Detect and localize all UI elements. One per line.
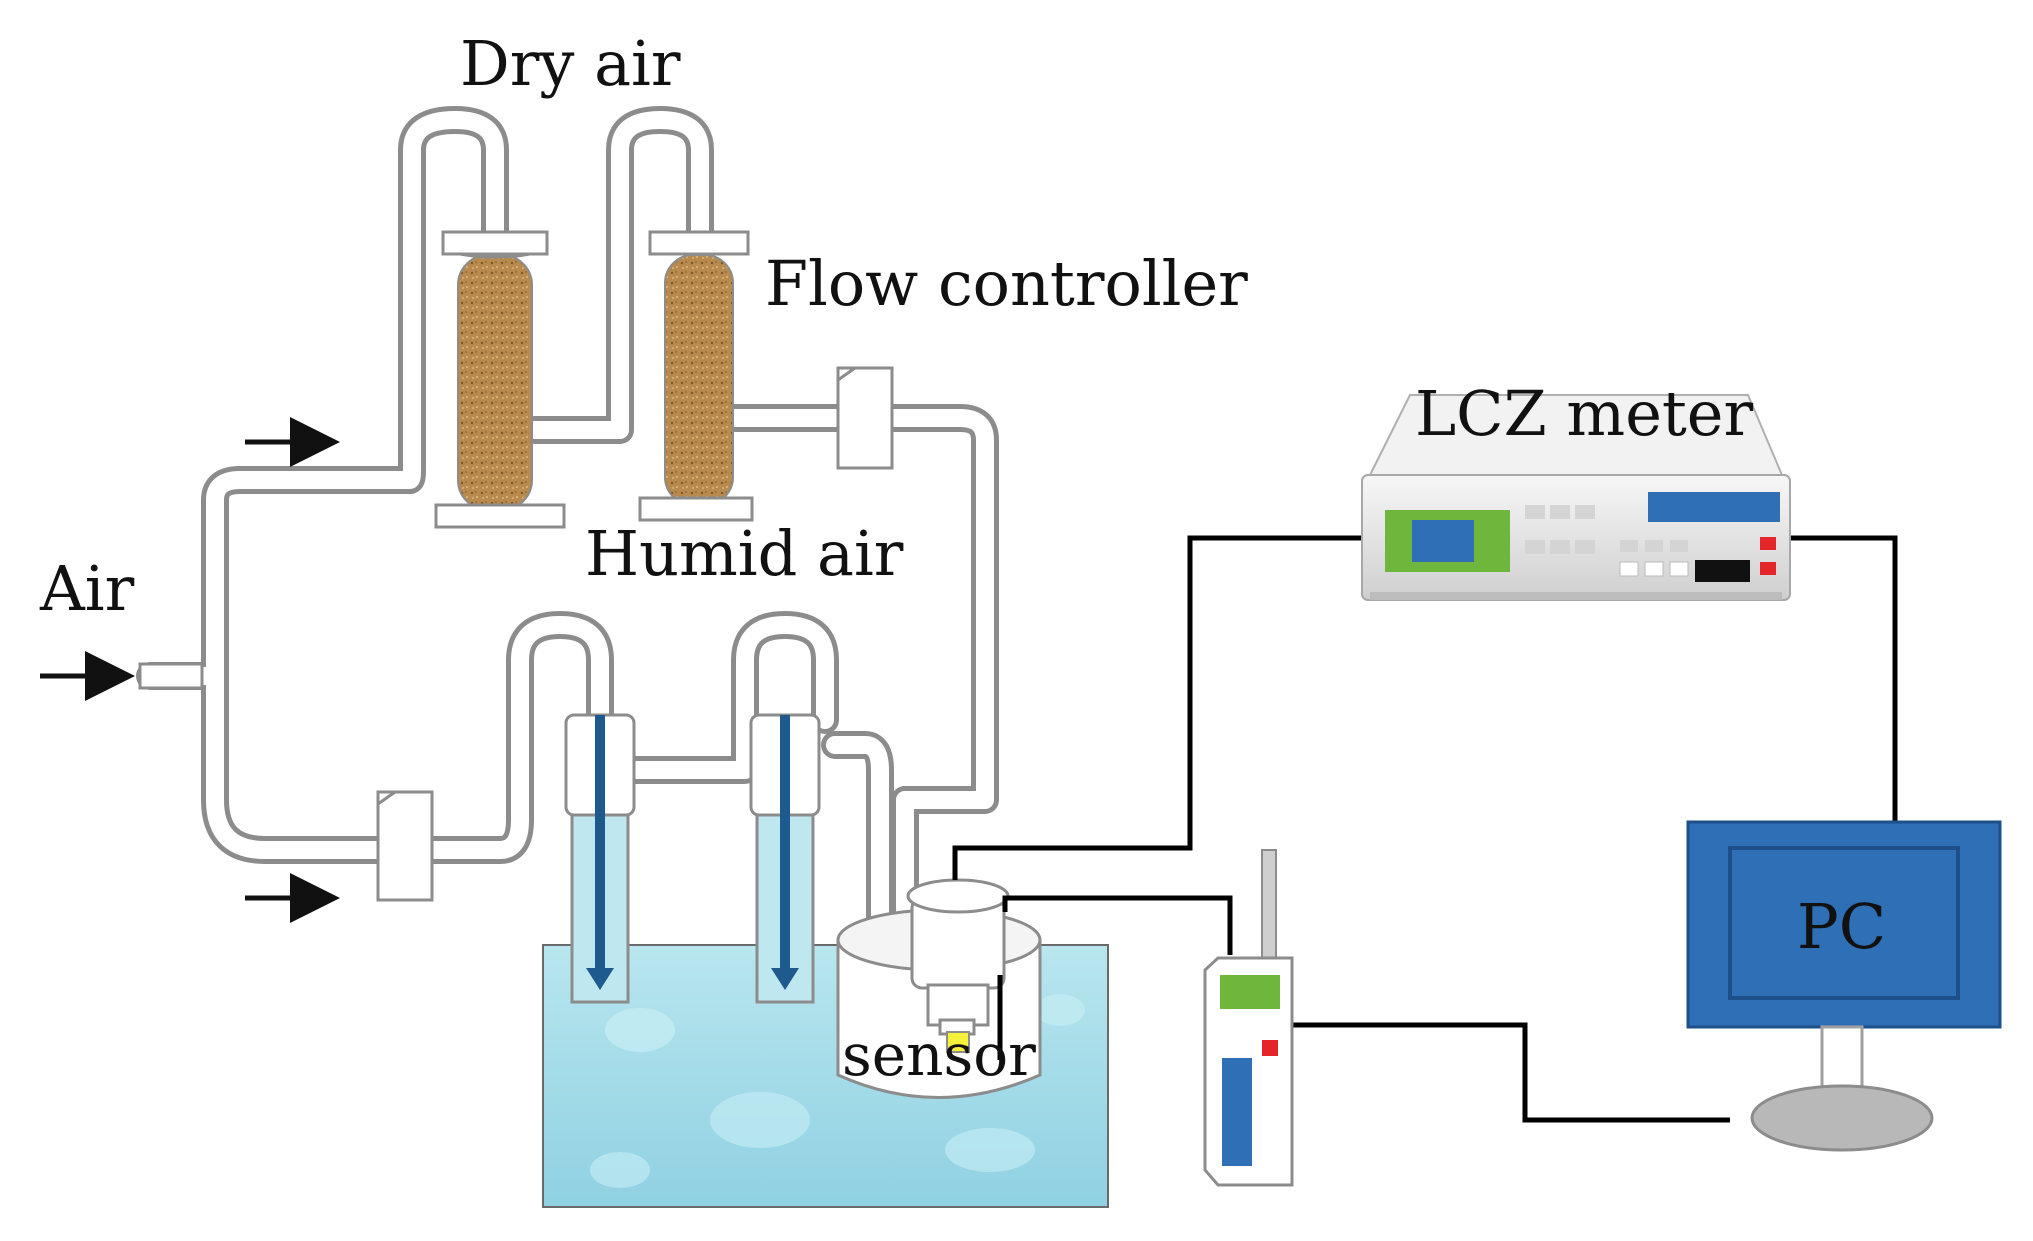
label-humid-air: Humid air [585,517,904,590]
humidity-sensor [946,1031,970,1053]
label-sensor: sensor [842,1021,1036,1089]
label-dry-air: Dry air [460,27,681,100]
sensor-holder [906,878,1010,1036]
label-air: Air [39,552,135,625]
desiccant-column-2 [638,230,754,522]
data-logger-display [1220,975,1280,1009]
air-inlet-nozzle [138,662,204,690]
flow-controller-dry [836,366,894,470]
data-logger-indicator [1262,1040,1278,1056]
desiccant-column-1 [434,230,566,529]
flow-controller-humid [376,790,434,902]
data-logger-antenna [1261,849,1277,969]
label-flow-controller: Flow controller [765,247,1248,320]
lcz-meter-readout [1648,492,1780,522]
lcz-meter-indicator [1760,562,1776,575]
pc-monitor-base [1750,1084,1934,1152]
lcz-meter-indicator [1760,537,1776,550]
lcz-meter-display [1385,510,1510,572]
bubbler-2 [749,713,821,1004]
data-logger-panel [1222,1058,1252,1166]
signal-wires [952,535,1898,1123]
pc-monitor [1686,820,2002,1152]
lcz-meter [1361,394,1791,601]
label-pc: PC [1797,890,1886,963]
data-logger [1203,849,1294,1187]
bubbler-1 [564,713,636,1004]
lcz-meter-keypad [1525,505,1750,582]
label-lcz-meter: LCZ meter [1415,377,1753,450]
